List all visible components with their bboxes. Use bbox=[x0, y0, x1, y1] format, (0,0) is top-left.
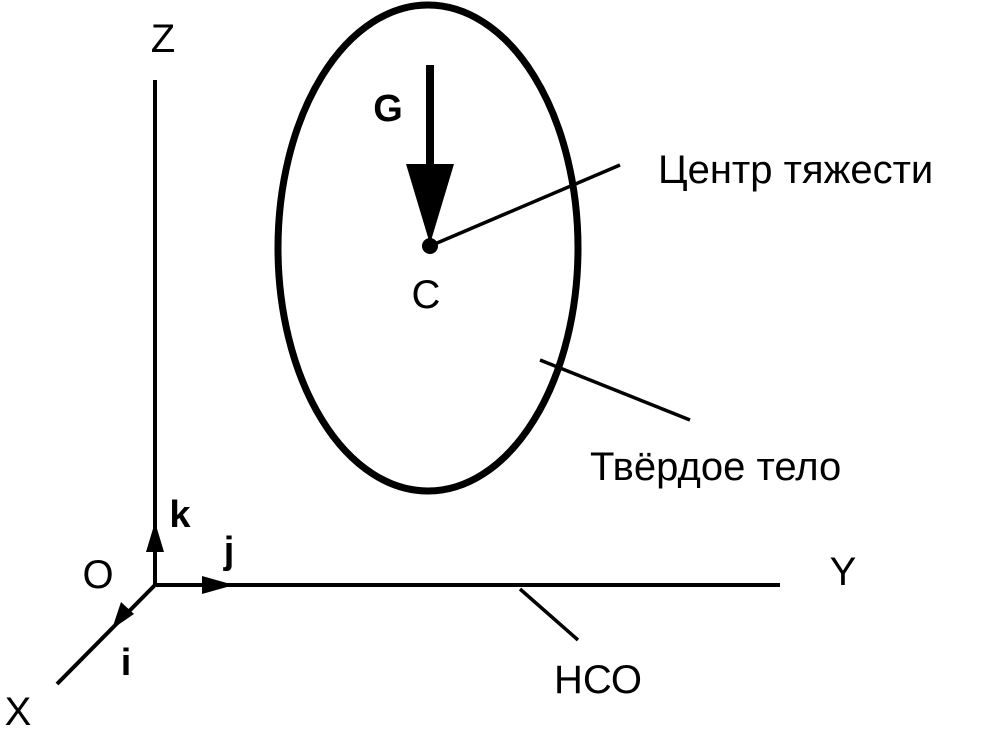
gravity-vector-arrowhead bbox=[406, 164, 454, 244]
gravity-label: G bbox=[373, 88, 403, 130]
unit-j-label: j bbox=[223, 530, 235, 572]
axis-x-label: X bbox=[5, 690, 32, 729]
center-of-gravity-label: Центр тяжести bbox=[658, 148, 933, 192]
rigid-body-leader bbox=[539, 358, 691, 422]
rigid-body-ellipse bbox=[274, 1, 582, 495]
frame-leader bbox=[518, 587, 580, 642]
axis-y-label: Y bbox=[830, 550, 857, 594]
rigid-body-label: Твёрдое тело bbox=[590, 445, 841, 489]
frame-label: НСО bbox=[554, 658, 642, 702]
k-vector-arrowhead bbox=[146, 522, 164, 552]
axis-z-label: Z bbox=[151, 17, 175, 61]
center-point-label: C bbox=[412, 273, 441, 317]
i-vector-arrowhead bbox=[112, 602, 134, 629]
unit-k-label: k bbox=[169, 494, 191, 536]
unit-i-label: i bbox=[121, 642, 132, 684]
j-vector-arrowhead bbox=[202, 576, 234, 594]
center-of-gravity-leader bbox=[429, 163, 621, 248]
origin-label: O bbox=[82, 553, 113, 597]
x-axis bbox=[55, 583, 157, 686]
